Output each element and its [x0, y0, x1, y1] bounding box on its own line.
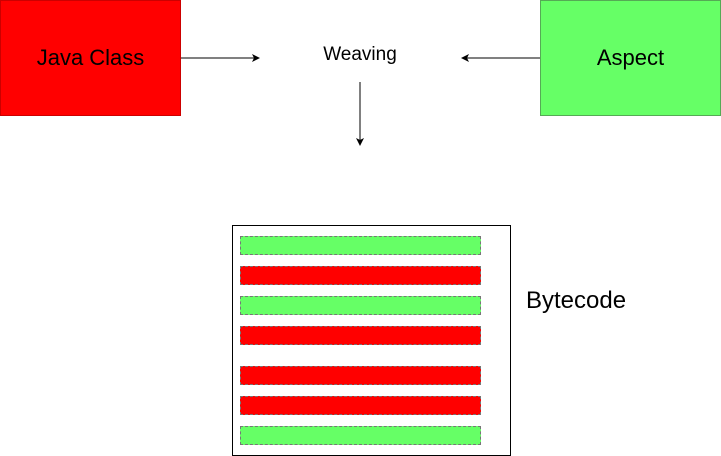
bytecode-stripe-aspect: [240, 426, 481, 445]
weaving-label: Weaving: [323, 44, 397, 65]
bytecode-label: Bytecode: [526, 287, 627, 314]
java-class-box: Java Class: [0, 0, 181, 116]
aspect-box: Aspect: [540, 0, 721, 116]
bytecode-stripe-java: [240, 366, 481, 385]
bytecode-stripe-aspect: [240, 296, 481, 315]
bytecode-stripe-java: [240, 326, 481, 345]
bytecode-stripe-java: [240, 396, 481, 415]
bytecode-stripe-aspect: [240, 236, 481, 255]
aspect-label: Aspect: [596, 45, 665, 70]
bytecode-box: [232, 225, 511, 456]
java-class-label: Java Class: [36, 45, 145, 70]
bytecode-stripe-java: [240, 266, 481, 285]
